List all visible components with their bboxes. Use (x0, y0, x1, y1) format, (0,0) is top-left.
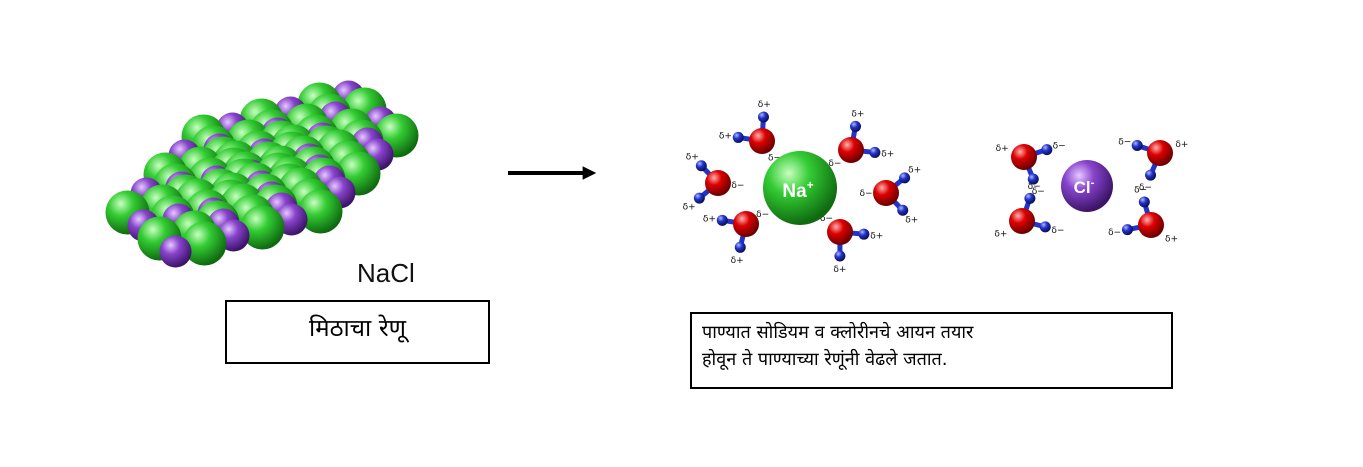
partial-positive-charge: δ+ (686, 152, 699, 162)
partial-negative-charge: δ− (828, 159, 841, 169)
partial-negative-charge: δ− (1118, 138, 1131, 148)
dissolution-caption-line-1: पाण्यात सोडियम व क्लोरीनचे आयन तयार (702, 322, 974, 343)
partial-positive-charge: δ+ (994, 229, 1007, 239)
water-molecules-around-chloride: δ+δ−δ−δ+δ−δ−δ+δ−δ−δ+δ−δ− (994, 138, 1188, 245)
hydrogen-atom (693, 192, 705, 204)
hydrogen-atom (732, 131, 744, 143)
partial-positive-charge: δ+ (719, 132, 732, 142)
oxygen-atom (733, 211, 759, 237)
sodium-ion: Na+ (763, 151, 837, 225)
water-molecule: δ− δ+ δ+ (820, 214, 883, 275)
oxygen-atom (873, 180, 899, 206)
water-molecule: δ+δ−δ− (1118, 138, 1188, 194)
water-molecule: δ+δ−δ− (996, 142, 1066, 197)
partial-negative-charge: δ− (1028, 182, 1041, 192)
oxygen-atom (1138, 212, 1164, 238)
hydrogen-atom (734, 241, 746, 253)
hydrogen-atom (1024, 192, 1036, 204)
oxygen-atom (838, 137, 864, 163)
partial-positive-charge: δ+ (683, 202, 696, 212)
partial-positive-charge: δ+ (1165, 234, 1178, 244)
sodium-ion-charge: + (807, 178, 814, 192)
oxygen-atom (1011, 144, 1037, 170)
sodium-atom (298, 189, 343, 234)
partial-negative-charge: δ− (820, 214, 833, 224)
water-molecule: δ− δ+ δ+ (860, 166, 922, 226)
water-molecule: δ− δ+ δ+ (683, 152, 745, 212)
oxygen-atom (1147, 140, 1173, 166)
partial-positive-charge: δ+ (881, 150, 894, 160)
water-molecule: δ+δ−δ− (994, 182, 1064, 239)
nacl-crystal-lattice (105, 80, 419, 268)
partial-negative-charge: δ− (860, 189, 873, 199)
hydrogen-atom (858, 228, 870, 240)
hydrogen-atom (850, 120, 862, 132)
partial-negative-charge: δ− (768, 154, 781, 164)
water-molecule: δ+δ−δ− (1108, 186, 1178, 245)
partial-positive-charge: δ+ (703, 214, 716, 224)
partial-negative-charge: δ− (731, 181, 744, 191)
hydrogen-atom (1131, 140, 1143, 152)
partial-negative-charge: δ− (1032, 187, 1045, 197)
chloride-atom (159, 235, 192, 268)
svg-text:Cl-: Cl- (1074, 177, 1095, 197)
water-molecules-around-sodium: δ− δ+ δ+ δ− δ+ δ+ δ− δ+ δ+ δ− δ+ δ+ δ− δ+ δ+ δ− δ+ δ+ (683, 100, 922, 275)
water-molecule: δ− δ+ δ+ (703, 210, 769, 266)
nacl-label: NaCl (357, 258, 415, 288)
oxygen-atom (705, 170, 731, 196)
hydrogen-atom (1121, 224, 1133, 236)
hydrogen-atom (1138, 196, 1150, 208)
partial-positive-charge: δ+ (731, 256, 744, 266)
salt-caption-box: मिठाचा रेणू (225, 300, 490, 364)
dissolution-caption-line-2: होवून ते पाण्याच्या रेणूंनी वेढले जतात. (702, 349, 948, 370)
oxygen-atom (749, 128, 775, 154)
oxygen-atom (1009, 208, 1035, 234)
partial-positive-charge: δ+ (870, 231, 883, 241)
partial-negative-charge: δ− (1053, 142, 1066, 152)
hydrogen-atom (834, 250, 846, 262)
water-molecule: δ− δ+ δ+ (828, 110, 894, 169)
salt-molecule-caption: मिठाचा रेणू (309, 314, 406, 342)
partial-negative-charge: δ− (1051, 226, 1064, 236)
sodium-atom (240, 205, 285, 250)
hydrogen-atom (1039, 221, 1051, 233)
partial-positive-charge: δ+ (833, 265, 846, 275)
hydrogen-atom (897, 204, 909, 216)
oxygen-atom (827, 219, 853, 245)
sodium-atom (182, 221, 227, 266)
hydrogen-atom (695, 160, 707, 172)
hydrogen-atom (1145, 169, 1157, 181)
chloride-ion: Cl- (1061, 160, 1113, 212)
chloride-ion-charge: - (1091, 177, 1095, 189)
hydrogen-atom (869, 146, 881, 158)
hydrogen-atom (1041, 144, 1053, 156)
partial-negative-charge: δ− (1108, 228, 1121, 238)
water-molecule: δ− δ+ δ+ (719, 100, 781, 163)
hydrogen-atom (1027, 173, 1039, 185)
hydrogen-atom (716, 214, 728, 226)
partial-positive-charge: δ+ (1175, 140, 1188, 150)
partial-positive-charge: δ+ (996, 144, 1009, 154)
partial-positive-charge: δ+ (851, 110, 864, 120)
hydrogen-atom (899, 172, 911, 184)
hydrogen-atom (757, 111, 769, 123)
chloride-ion-symbol: Cl (1074, 178, 1091, 197)
partial-negative-charge: δ− (1139, 183, 1152, 193)
partial-positive-charge: δ+ (908, 166, 921, 176)
partial-positive-charge: δ+ (905, 216, 918, 226)
dissolution-caption: पाण्यात सोडियम व क्लोरीनचे आयन तयार होवू… (702, 319, 1163, 373)
partial-negative-charge: δ− (1134, 186, 1147, 196)
svg-text:Na+: Na+ (782, 178, 813, 202)
result-caption-box: पाण्यात सोडियम व क्लोरीनचे आयन तयार होवू… (690, 312, 1173, 389)
partial-negative-charge: δ− (756, 210, 769, 220)
partial-positive-charge: δ+ (758, 100, 771, 110)
sodium-ion-symbol: Na (782, 181, 807, 202)
